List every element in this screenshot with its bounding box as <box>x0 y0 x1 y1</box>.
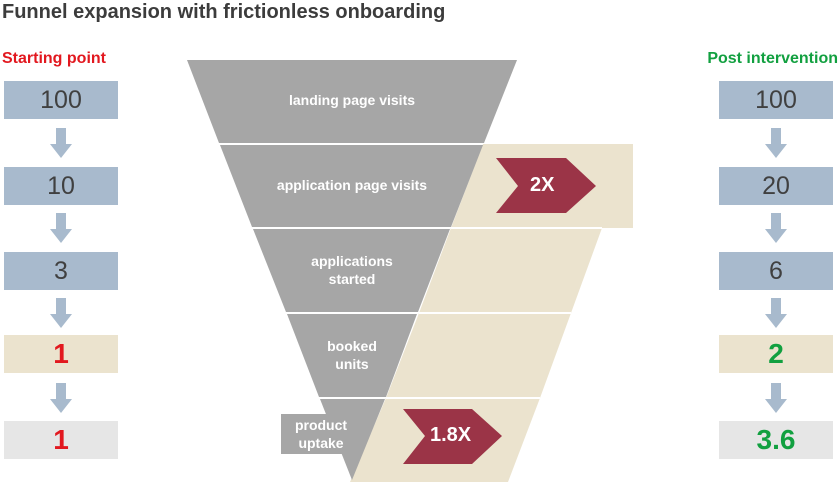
start-value-landing: 100 <box>4 81 118 119</box>
down-arrow-icon <box>765 298 787 328</box>
multiplier-label-1-8x: 1.8X <box>430 424 472 446</box>
down-arrow-icon <box>765 383 787 413</box>
post-value-booked: 2 <box>719 335 833 373</box>
multiplier-arrow-2x <box>496 158 596 213</box>
down-arrow-icon <box>765 213 787 243</box>
stage-label-started: applications started <box>311 253 393 287</box>
start-value-application: 10 <box>4 167 118 205</box>
post-intervention-heading: Post intervention <box>707 50 838 67</box>
stage-label-application: application page visits <box>276 177 428 193</box>
funnel-stage-application <box>220 145 483 227</box>
down-arrow-icon <box>50 128 72 158</box>
stage-label-booked: booked units <box>327 338 377 372</box>
start-value-uptake: 1 <box>4 421 118 459</box>
multiplier-arrow-1-8x <box>403 409 502 464</box>
page-title: Funnel expansion with frictionless onboa… <box>2 1 446 23</box>
multiplier-label-2x: 2X <box>530 174 555 196</box>
post-value-started: 6 <box>719 252 833 290</box>
stage-label-uptake: product uptake <box>294 417 348 451</box>
stage-label-landing: landing page visits <box>288 92 416 108</box>
post-value-uptake: 3.6 <box>719 421 833 459</box>
starting-point-heading: Starting point <box>2 50 106 67</box>
post-value-landing: 100 <box>719 81 833 119</box>
uptake-label-box <box>281 414 361 454</box>
down-arrow-icon <box>50 383 72 413</box>
down-arrow-icon <box>50 213 72 243</box>
down-arrow-icon <box>50 298 72 328</box>
post-value-application: 20 <box>719 167 833 205</box>
funnel-stage-booked <box>287 314 417 397</box>
funnel-stage-landing <box>187 60 517 143</box>
start-value-started: 3 <box>4 252 118 290</box>
start-value-booked: 1 <box>4 335 118 373</box>
funnel-stage-started <box>253 229 450 312</box>
down-arrow-icon <box>765 128 787 158</box>
